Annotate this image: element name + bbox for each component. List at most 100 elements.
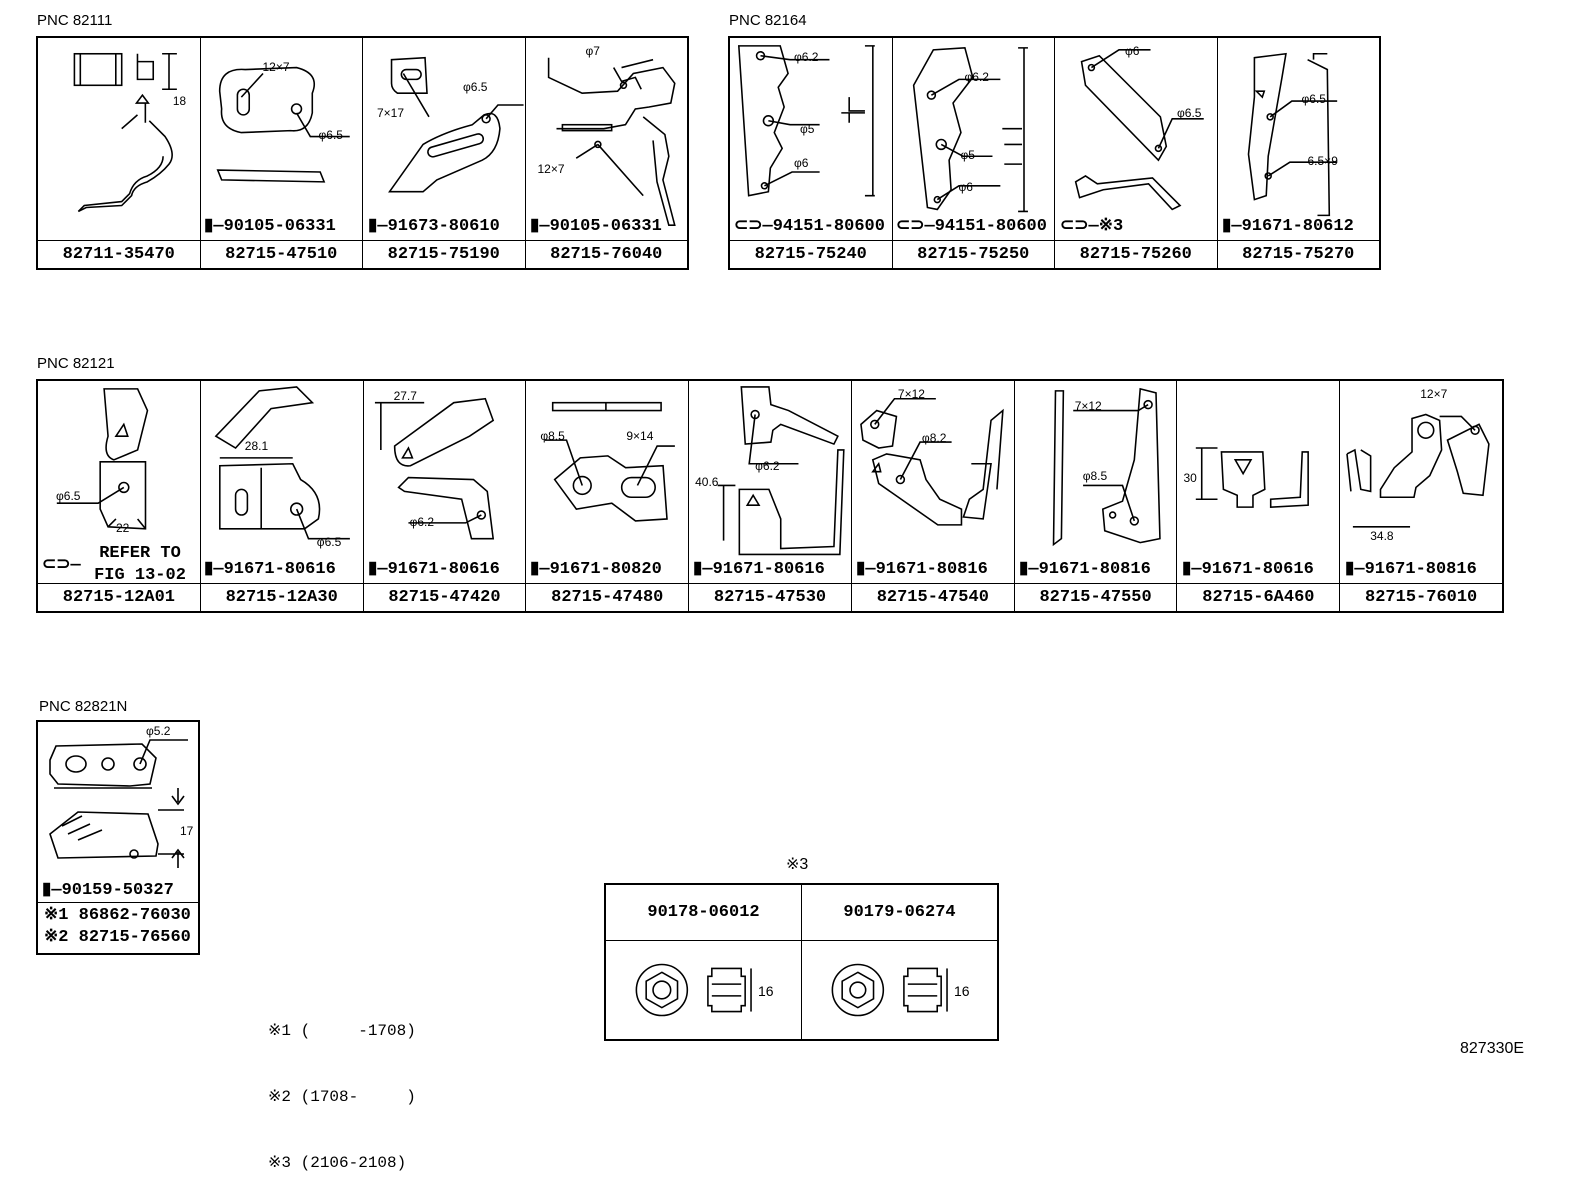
fastener-callout[interactable]: ⊂⊃—※3 bbox=[1060, 216, 1124, 236]
bracket-drawing bbox=[1196, 447, 1310, 508]
dim-label: 7×17 bbox=[377, 106, 405, 120]
pnc-label-82121: PNC 82121 bbox=[37, 355, 115, 372]
part-number[interactable]: 82715-75190 bbox=[363, 241, 526, 268]
clip-icon: ⊂⊃ bbox=[896, 217, 925, 236]
bracket-drawing bbox=[860, 397, 1004, 526]
part-cell[interactable]: φ6 φ6.5 bbox=[1055, 38, 1218, 240]
part-number[interactable]: 82715-47540 bbox=[852, 584, 1015, 611]
part-cell[interactable]: φ6.5 6.5×9 bbox=[1218, 38, 1380, 240]
pnc-label-82111: PNC 82111 bbox=[37, 12, 113, 29]
fastener-callout[interactable]: ▮—90159-50327 bbox=[42, 880, 174, 900]
part-cell[interactable]: φ5.2 17 ▮—90159-50327 bbox=[38, 722, 198, 902]
part-number[interactable]: 82711-35470 bbox=[38, 241, 201, 268]
fastener-callout[interactable]: ⊂⊃—94151-80600 bbox=[734, 216, 885, 236]
bolt-icon: ▮ bbox=[42, 881, 52, 900]
dim-label: φ6 bbox=[958, 180, 973, 194]
part-cell[interactable]: 7×12 φ8.5 bbox=[1015, 381, 1178, 583]
part-cell[interactable]: φ6.2 φ5 φ6 bbox=[893, 38, 1055, 240]
part-cell[interactable]: 28.1 φ6.5 bbox=[201, 381, 364, 583]
dim-label: φ6.5 bbox=[463, 80, 488, 94]
fastener-callout[interactable]: ▮—91671-80616 bbox=[368, 559, 500, 579]
part-cell[interactable]: 12×7 φ6.5 bbox=[201, 38, 363, 240]
fastener-callout[interactable]: ▮—91671-80816 bbox=[856, 559, 988, 579]
part-cell[interactable]: φ7 12×7 bbox=[526, 38, 688, 240]
fastener-callout[interactable]: ▮—90105-06331 bbox=[204, 216, 336, 236]
dim-label: 22 bbox=[116, 521, 130, 535]
part-cell[interactable]: 7×17 φ6.5 bbox=[363, 38, 526, 240]
fastener-callout[interactable]: ▮—91671-80816 bbox=[1345, 559, 1477, 579]
fastener-callout[interactable]: ▮—91671-80616 bbox=[204, 559, 336, 579]
dim-label: 9×14 bbox=[626, 429, 654, 443]
bolt-icon: ▮ bbox=[856, 560, 866, 579]
nut-part-number[interactable]: 90179-06274 bbox=[802, 885, 997, 941]
bolt-icon: ▮ bbox=[368, 217, 378, 236]
dim-label: φ6.2 bbox=[409, 515, 435, 529]
dim-label: φ6.2 bbox=[755, 459, 780, 473]
part-number[interactable]: 82715-76010 bbox=[1365, 588, 1478, 607]
nut-part-number[interactable]: 90178-06012 bbox=[606, 885, 801, 941]
nut-table: 90178-06012 16 90179-06274 16 bbox=[604, 883, 999, 1041]
bracket-drawing: 18 bbox=[73, 52, 187, 213]
part-number[interactable]: 82715-75270 bbox=[1242, 245, 1355, 264]
part-number[interactable]: 82715-12A01 bbox=[38, 584, 201, 611]
part-number[interactable]: 82715-47420 bbox=[364, 584, 527, 611]
part-cell[interactable]: 40.6 φ6.2 bbox=[689, 381, 852, 583]
fastener-callout[interactable]: ▮—91671-80820 bbox=[530, 559, 662, 579]
fastener-callout[interactable]: ▮—91671-80616 bbox=[1182, 559, 1314, 579]
part-number[interactable]: 82715-75260 bbox=[1055, 241, 1218, 268]
part-number[interactable]: 82715-6A460 bbox=[1177, 584, 1341, 611]
alt-part-1[interactable]: ※1 86862-76030 bbox=[44, 906, 191, 925]
part-cell[interactable]: 30 bbox=[1177, 381, 1341, 583]
dim-label: φ8.5 bbox=[540, 429, 565, 443]
fastener-callout[interactable]: ▮—91671-80616 bbox=[693, 559, 825, 579]
part-number[interactable]: 82715-75250 bbox=[893, 241, 1055, 268]
dim-label: 30 bbox=[1183, 471, 1197, 485]
nut-column[interactable]: 90178-06012 16 bbox=[606, 885, 802, 1039]
dim-label: φ6.2 bbox=[964, 70, 989, 84]
dim-label: φ6.5 bbox=[56, 489, 81, 503]
bolt-icon: ▮ bbox=[1182, 560, 1192, 579]
nut-table-title: ※3 bbox=[786, 856, 809, 873]
dim-label: φ6.5 bbox=[316, 535, 342, 549]
pnc-label-82821n: PNC 82821N bbox=[39, 698, 128, 715]
hex-nut-icon bbox=[831, 963, 948, 1017]
nut-column[interactable]: 90179-06274 16 bbox=[802, 885, 997, 1039]
part-cell[interactable]: 12×7 34.8 bbox=[1340, 381, 1502, 583]
alt-part-2[interactable]: ※2 82715-76560 bbox=[44, 928, 191, 947]
dim-label: φ6.5 bbox=[1177, 106, 1202, 120]
fastener-callout[interactable]: ▮—91673-80610 bbox=[368, 216, 500, 236]
dim-label: φ5 bbox=[800, 122, 815, 136]
bracket-drawing bbox=[374, 397, 494, 540]
part-cell[interactable]: φ8.5 9×14 bbox=[526, 381, 690, 583]
part-number[interactable]: 82715-75240 bbox=[730, 241, 893, 268]
part-number[interactable]: 82715-12A30 bbox=[201, 584, 364, 611]
bracket-drawing bbox=[737, 45, 875, 197]
clip-icon: ⊂⊃ bbox=[42, 556, 71, 575]
part-cell[interactable]: φ6.5 22 bbox=[38, 381, 201, 583]
dim-label: 7×12 bbox=[1074, 399, 1102, 413]
bracket-drawing bbox=[1074, 49, 1204, 211]
part-number[interactable]: 82715-47550 bbox=[1015, 584, 1178, 611]
dim-label: φ8.5 bbox=[1082, 469, 1108, 483]
dim-label: 12×7 bbox=[537, 162, 565, 176]
part-cell[interactable]: φ6.2 φ5 φ6 bbox=[730, 38, 893, 240]
fastener-callout[interactable]: ⊂⊃—94151-80600 bbox=[896, 216, 1047, 236]
bolt-icon: ▮ bbox=[530, 560, 540, 579]
clip-icon: ⊂⊃ bbox=[1060, 217, 1089, 236]
part-number[interactable]: 82715-76040 bbox=[550, 245, 663, 264]
part-number[interactable]: 82715-47510 bbox=[201, 241, 363, 268]
fastener-callout[interactable]: ▮—91671-80816 bbox=[1019, 559, 1151, 579]
part-cell[interactable]: 18 bbox=[38, 38, 201, 240]
fastener-callout[interactable]: ▮—90105-06331 bbox=[530, 216, 662, 236]
parts-group-82164: φ6.2 φ5 φ6 φ6.2 φ5 φ6 bbox=[728, 36, 1381, 270]
part-number[interactable]: 82715-47530 bbox=[689, 584, 852, 611]
bracket-drawing bbox=[56, 388, 149, 530]
fastener-callout[interactable]: ▮—91671-80612 bbox=[1222, 216, 1354, 236]
bracket-drawing bbox=[388, 56, 524, 193]
part-cell[interactable]: 27.7 φ6.2 bbox=[364, 381, 527, 583]
bracket-drawing bbox=[1052, 387, 1161, 547]
part-number[interactable]: 82715-47480 bbox=[526, 584, 690, 611]
part-cell[interactable]: 7×12 φ8.2 bbox=[852, 381, 1015, 583]
dim-label: φ6 bbox=[1125, 44, 1140, 58]
